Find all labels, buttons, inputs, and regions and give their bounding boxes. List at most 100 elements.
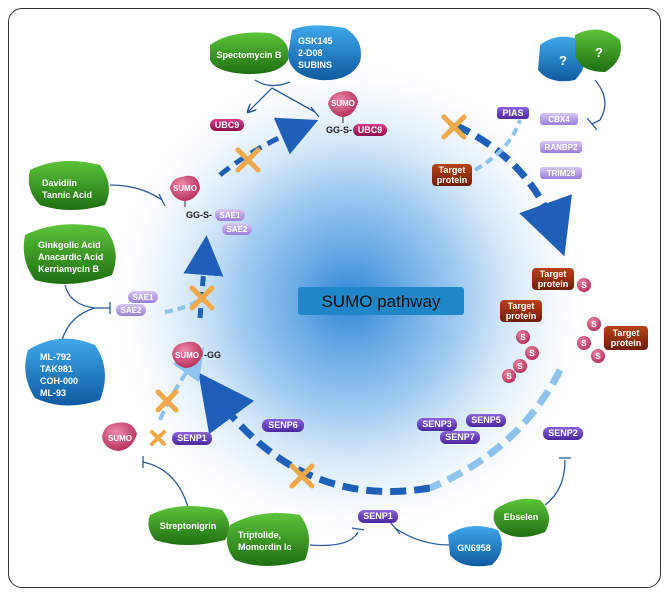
inhibitor-unknown: ? ? <box>538 29 621 82</box>
inhibitor-spectomycin: Spectomycin B <box>210 32 289 75</box>
senp2-box <box>543 427 583 440</box>
arrow-ubc9-to-target <box>453 121 572 257</box>
label-tak981: TAK981 <box>40 364 73 374</box>
line-triptolide <box>309 531 359 547</box>
label-davidiin: Davidiin <box>42 178 77 188</box>
label-s-8: S <box>595 352 601 361</box>
label-sumo-free: SUMO <box>108 434 132 443</box>
x-mark-maturation <box>155 389 179 413</box>
label-senp7: SENP7 <box>445 432 475 442</box>
label-protein-3a: protein <box>506 311 537 321</box>
pias-box <box>497 107 529 119</box>
cbx4-box <box>540 113 578 125</box>
sumoylated-target-1: Target protein S <box>532 268 591 292</box>
label-anacardic-acid: Anacardic Acid <box>38 252 103 262</box>
label-2d08: 2-D08 <box>298 48 323 58</box>
label-s-1: S <box>581 281 587 290</box>
label-ginkgolic-acid: Ginkgolic Acid <box>38 240 101 250</box>
inhibitor-ml792: ML-792 TAK981 COH-000 ML-93 <box>25 338 105 406</box>
label-s-2: S <box>520 333 526 342</box>
senp-group: SENP6 SENP3 SENP5 SENP7 SENP2 SENP1 <box>262 414 583 523</box>
ranbp2-box <box>540 141 582 153</box>
sae-free: SAE1 SAE2 <box>116 291 158 316</box>
label-triptolide: Triptolide, <box>238 530 281 540</box>
label-senp1-bottom: SENP1 <box>363 511 393 521</box>
inhibitor-ebselen: Ebselen <box>493 498 549 537</box>
label-ml93: ML-93 <box>40 388 66 398</box>
label-ranbp2: RANBP2 <box>545 143 578 152</box>
line-unknown <box>591 79 606 125</box>
line-ginkgolic-ml792 <box>61 284 96 341</box>
label-s-6: S <box>591 320 597 329</box>
tbar-cbx4 <box>586 117 598 131</box>
label-target-1a: Target <box>439 165 466 175</box>
label-momordin: Momordin Ic <box>238 542 292 552</box>
label-senp3: SENP3 <box>422 419 452 429</box>
pathway-title-box: SUMO pathway <box>298 287 464 315</box>
inhibitor-gsk: GSK145 2-D08 SUBINS <box>288 25 361 81</box>
label-sae1-bound: SAE1 <box>220 211 241 220</box>
sumo-sae-complex: SUMO GG-S- SAE1 SAE2 <box>170 175 252 235</box>
label-subins: SUBINS <box>298 60 332 70</box>
inhibitor-gn6958: GN6958 <box>448 526 502 567</box>
label-gg-s-sae: GG-S- <box>186 210 212 220</box>
label-ubc9-free: UBC9 <box>215 120 240 130</box>
senp1-bottom-box <box>358 510 398 523</box>
inhibitor-triptolide: Triptolide, Momordin Ic <box>226 512 309 566</box>
pathway-title: SUMO pathway <box>321 292 441 311</box>
target-protein-substrate: Target protein <box>432 164 472 186</box>
senp6-box <box>262 419 304 432</box>
tbar-senp1-bottom-right <box>389 521 401 535</box>
label-gg-suffix: -GG <box>204 350 221 360</box>
inhibitor-davidiin: Davidiin Tannic Acid <box>28 161 109 210</box>
label-sumo-ubc9: SUMO <box>331 99 355 108</box>
inhibitor-streptonigrin: Streptonigrin <box>148 506 230 545</box>
label-cbx4: CBX4 <box>548 115 570 124</box>
label-s-7: S <box>581 339 587 348</box>
label-spectomycin: Spectomycin B <box>216 50 282 60</box>
label-gg-s-ubc9: GG-S- <box>326 125 352 135</box>
label-gn6958: GN6958 <box>457 543 491 553</box>
label-sae2-bound: SAE2 <box>227 225 248 234</box>
x-mark-sae <box>189 285 215 311</box>
tbar-senp1-bottom-left <box>351 527 365 531</box>
tbar-sae <box>158 193 166 207</box>
sumoylated-target-2: Target protein S S S S <box>500 300 542 383</box>
label-sae2-free: SAE2 <box>121 306 142 315</box>
tbar-ubc9 <box>310 106 320 118</box>
sumo-ubc9-complex: SUMO GG-S- UBC9 <box>326 91 387 136</box>
label-sumo-sae: SUMO <box>173 184 197 193</box>
senp5-box <box>466 414 506 427</box>
sumo-precursor: SUMO <box>102 422 137 451</box>
line-gn6958 <box>394 527 451 546</box>
label-ubc9-bound: UBC9 <box>358 125 383 135</box>
label-target-3a: Target <box>508 301 535 311</box>
ubc9-free: UBC9 <box>210 119 244 131</box>
label-senp2: SENP2 <box>548 428 578 438</box>
inhibit-bracket-top <box>254 79 291 87</box>
senp3-box <box>417 418 457 431</box>
label-gsk145: GSK145 <box>298 36 333 46</box>
label-sae1-free: SAE1 <box>133 293 154 302</box>
label-unknown-2: ? <box>595 45 603 60</box>
senp7-box <box>440 431 480 444</box>
arrow-deconjugation-light <box>428 368 564 492</box>
label-ml792: ML-792 <box>40 352 71 362</box>
line-to-ubc9-free <box>248 87 273 112</box>
label-trim28: TRIM28 <box>547 169 576 178</box>
inhibitor-ginkgolic: Ginkgolic Acid Anacardic Acid Kerriamyci… <box>23 224 116 284</box>
x-mark-deconjugation <box>289 463 315 489</box>
sumo-gg: SUMO -GG <box>172 341 221 368</box>
label-protein-1a: protein <box>437 175 468 185</box>
label-senp5: SENP5 <box>471 415 501 425</box>
arrow-deconjugation-dark <box>198 372 431 495</box>
line-davidiin <box>109 184 163 201</box>
label-coh000: COH-000 <box>40 376 78 386</box>
label-streptonigrin: Streptonigrin <box>160 521 217 531</box>
line-to-ubc9-bound <box>271 87 316 113</box>
label-target-2a: Target <box>540 269 567 279</box>
e3-ligases: PIAS CBX4 RANBP2 TRIM28 <box>497 107 582 179</box>
arrow-sae-activation <box>183 235 224 319</box>
